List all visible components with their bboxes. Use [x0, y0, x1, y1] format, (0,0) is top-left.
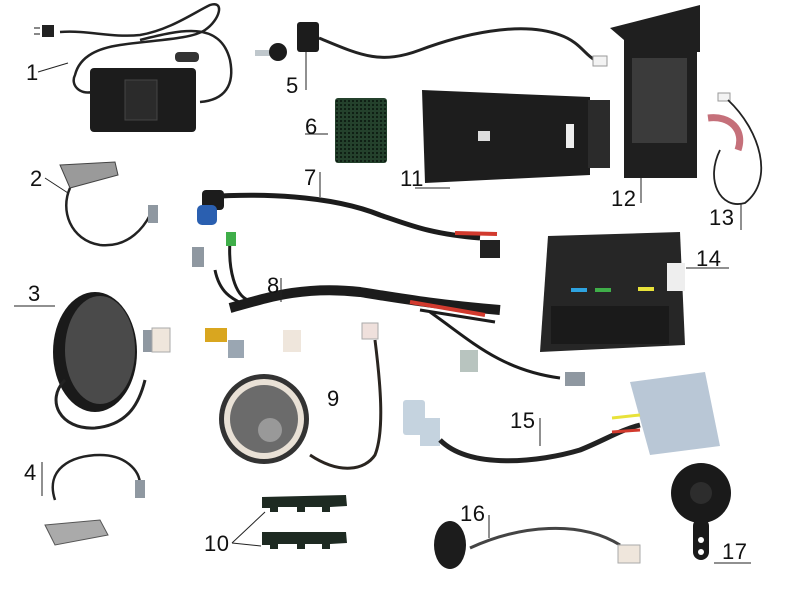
charger-icon	[34, 2, 233, 132]
callout-16: 16	[460, 501, 486, 526]
callout-2: 2	[30, 166, 43, 191]
dc-converter-icon	[403, 372, 720, 464]
callout-13: 13	[709, 205, 735, 230]
callout-6: 6	[305, 114, 318, 139]
callout-15: 15	[510, 408, 536, 433]
callout-10: 10	[204, 531, 230, 556]
callout-12: 12	[611, 186, 637, 211]
round-display-icon	[14, 292, 171, 430]
battery-cover-icon	[610, 5, 700, 203]
key-switch-icon	[255, 22, 608, 90]
battery-icon	[415, 90, 610, 189]
callout-7: 7	[304, 165, 317, 190]
brake-light-icon	[41, 453, 145, 546]
wiring-harness-icon	[192, 232, 585, 386]
power-cable-icon	[197, 172, 500, 258]
horn-icon	[671, 463, 751, 564]
callout-9: 9	[327, 386, 340, 411]
callout-11: 11	[400, 166, 424, 191]
sensor-icon	[707, 92, 762, 230]
headlight-icon	[219, 322, 383, 470]
throttle-switch-icon	[434, 515, 641, 569]
callout-8: 8	[267, 273, 280, 298]
cable-clip-icon	[231, 495, 347, 549]
callout-5: 5	[286, 73, 299, 98]
callout-14: 14	[696, 246, 722, 271]
controller-icon	[540, 232, 729, 352]
rubber-pad-icon	[305, 98, 387, 163]
callout-4: 4	[24, 460, 37, 485]
callout-1: 1	[26, 60, 39, 85]
tail-light-icon	[44, 161, 158, 247]
callout-3: 3	[28, 281, 41, 306]
callout-17: 17	[722, 539, 748, 564]
